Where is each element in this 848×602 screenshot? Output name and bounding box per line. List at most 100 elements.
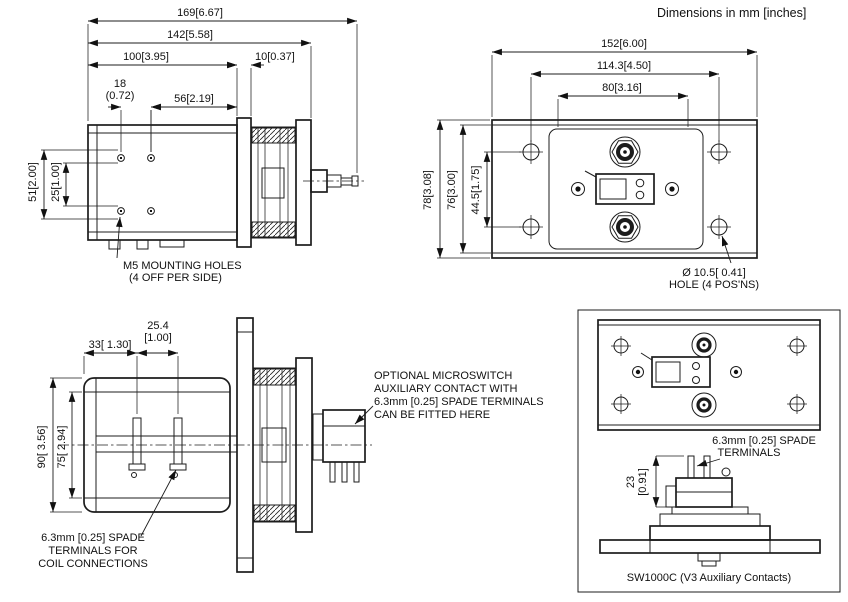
post-icon bbox=[730, 366, 742, 378]
dim-ext bbox=[557, 99, 689, 127]
terminal-center bbox=[702, 343, 706, 347]
aux-contact-note: OPTIONAL MICROSWITCH AUXILIARY CONTACT W… bbox=[354, 370, 544, 425]
bottom-terminals bbox=[108, 239, 185, 250]
side-posts bbox=[571, 182, 679, 196]
microswitch-lever bbox=[640, 352, 653, 361]
spade-terminals bbox=[687, 455, 711, 479]
coil-terminal-left bbox=[128, 417, 146, 478]
dim-ext bbox=[41, 149, 118, 220]
leader-line bbox=[354, 405, 374, 425]
dim-56-label: 56[2.19] bbox=[174, 93, 214, 105]
mounting-holes bbox=[519, 140, 731, 239]
dim-100-label: 100[3.95] bbox=[123, 51, 169, 63]
dim-78: 78[3.08] bbox=[422, 119, 490, 259]
side-view: 169[6.67] 142[5.58] 100[3.95] 10[0.37] 5… bbox=[27, 7, 364, 284]
hatch-band-bottom bbox=[253, 504, 296, 522]
mounting-hole-icon bbox=[117, 207, 125, 215]
dim-254: 25.4 [1.00] bbox=[137, 320, 179, 414]
switch-pins bbox=[329, 461, 360, 483]
power-terminal-top bbox=[609, 136, 641, 168]
m5-note-line1: M5 MOUNTING HOLES bbox=[123, 260, 242, 272]
dim-ext bbox=[530, 77, 720, 142]
terminal-nut bbox=[611, 215, 639, 239]
spade-foot bbox=[128, 463, 146, 471]
hole-crosshairs bbox=[519, 140, 731, 239]
stack-center-block bbox=[261, 167, 285, 199]
dim-114: 114.3[4.50] bbox=[530, 60, 720, 142]
m5-mounting-holes bbox=[117, 154, 155, 215]
inset-spade-note: 6.3mm [0.25] SPADE TERMINALS bbox=[696, 435, 816, 467]
dim-75: 75[ 2.94] bbox=[56, 391, 82, 499]
spade-foot bbox=[169, 463, 187, 471]
mounting-plate-ends bbox=[237, 331, 253, 559]
terminal-ring bbox=[616, 218, 634, 236]
switch-roller bbox=[721, 467, 731, 477]
microswitch-screw bbox=[692, 362, 700, 370]
coil-body-plates bbox=[88, 125, 237, 240]
dim-90-label: 90[ 3.56] bbox=[36, 426, 48, 469]
coil-note-line1: 6.3mm [0.25] SPADE bbox=[41, 532, 145, 544]
dim-ext bbox=[50, 377, 82, 513]
post-icon bbox=[571, 182, 585, 196]
mounting-hole-icon bbox=[117, 154, 125, 162]
top-view: 152[6.00] 114.3[4.50] 80[3.16] 78[3.08] … bbox=[422, 38, 759, 291]
mounting-hole-icon bbox=[147, 207, 155, 215]
body-top-outline bbox=[548, 128, 704, 250]
dim-75-label: 75[ 2.94] bbox=[56, 426, 68, 469]
dim-33-label: 33[ 1.30] bbox=[89, 339, 132, 351]
dim-152: 152[6.00] bbox=[491, 38, 758, 117]
post-center bbox=[635, 369, 641, 375]
dim-33: 33[ 1.30] bbox=[83, 339, 138, 414]
stack-center-block bbox=[261, 427, 287, 463]
microswitch-body bbox=[651, 356, 711, 388]
hatch-band-top bbox=[253, 368, 296, 386]
dim-51: 51[2.00] bbox=[27, 149, 118, 220]
dim-152-label: 152[6.00] bbox=[601, 38, 647, 50]
aux-microswitch bbox=[312, 409, 366, 483]
power-terminals bbox=[691, 332, 717, 418]
microswitch-screw bbox=[692, 376, 700, 384]
dim-80-label: 80[3.16] bbox=[602, 82, 642, 94]
dim-ext bbox=[460, 124, 491, 254]
baseplate-edges bbox=[598, 324, 820, 426]
dim-10-label: 10[0.37] bbox=[255, 51, 295, 63]
dim-18-label: 18 bbox=[114, 78, 126, 90]
post-icon bbox=[632, 366, 644, 378]
coil-body-details bbox=[84, 378, 237, 512]
disc-stack-lines bbox=[257, 127, 289, 238]
dim-ext bbox=[656, 455, 684, 508]
baseplate-outline bbox=[491, 119, 758, 259]
terminal-stud bbox=[326, 174, 359, 188]
microswitch-inner bbox=[655, 361, 681, 383]
hole-note-line1: Ø 10.5[ 0.41] bbox=[682, 267, 746, 279]
dim-23-inches-label: [0.91] bbox=[637, 468, 649, 496]
microswitch-top bbox=[632, 352, 742, 388]
outer-disc bbox=[295, 357, 313, 533]
spade-hole bbox=[131, 472, 137, 478]
hole-crosshairs bbox=[611, 336, 807, 414]
inset-border bbox=[577, 309, 841, 593]
microswitch-top bbox=[584, 170, 655, 205]
inset-top-view bbox=[597, 319, 821, 431]
spade-note-line1: 6.3mm [0.25] SPADE bbox=[712, 435, 816, 447]
coil-note-line3: COIL CONNECTIONS bbox=[38, 558, 148, 570]
baseplate-ticks bbox=[649, 540, 771, 553]
dim-ext bbox=[491, 55, 758, 117]
microswitch-lever bbox=[584, 170, 597, 178]
dim-44: 44.5[1.75] bbox=[470, 151, 521, 228]
baseplate-outline bbox=[597, 319, 821, 431]
side-view-body bbox=[87, 117, 364, 250]
terminal-outer bbox=[609, 136, 641, 168]
dim-254-inches-label: [1.00] bbox=[144, 332, 172, 344]
inset-caption: SW1000C (V3 Auxiliary Contacts) bbox=[627, 572, 791, 584]
aux-note-line4: CAN BE FITTED HERE bbox=[374, 409, 490, 421]
leader-line bbox=[140, 469, 177, 537]
terminal-ring bbox=[696, 337, 712, 353]
mounting-holes bbox=[611, 336, 807, 414]
dim-ext bbox=[83, 356, 138, 414]
dim-51-label: 51[2.00] bbox=[27, 162, 39, 202]
microswitch-body bbox=[595, 173, 655, 205]
